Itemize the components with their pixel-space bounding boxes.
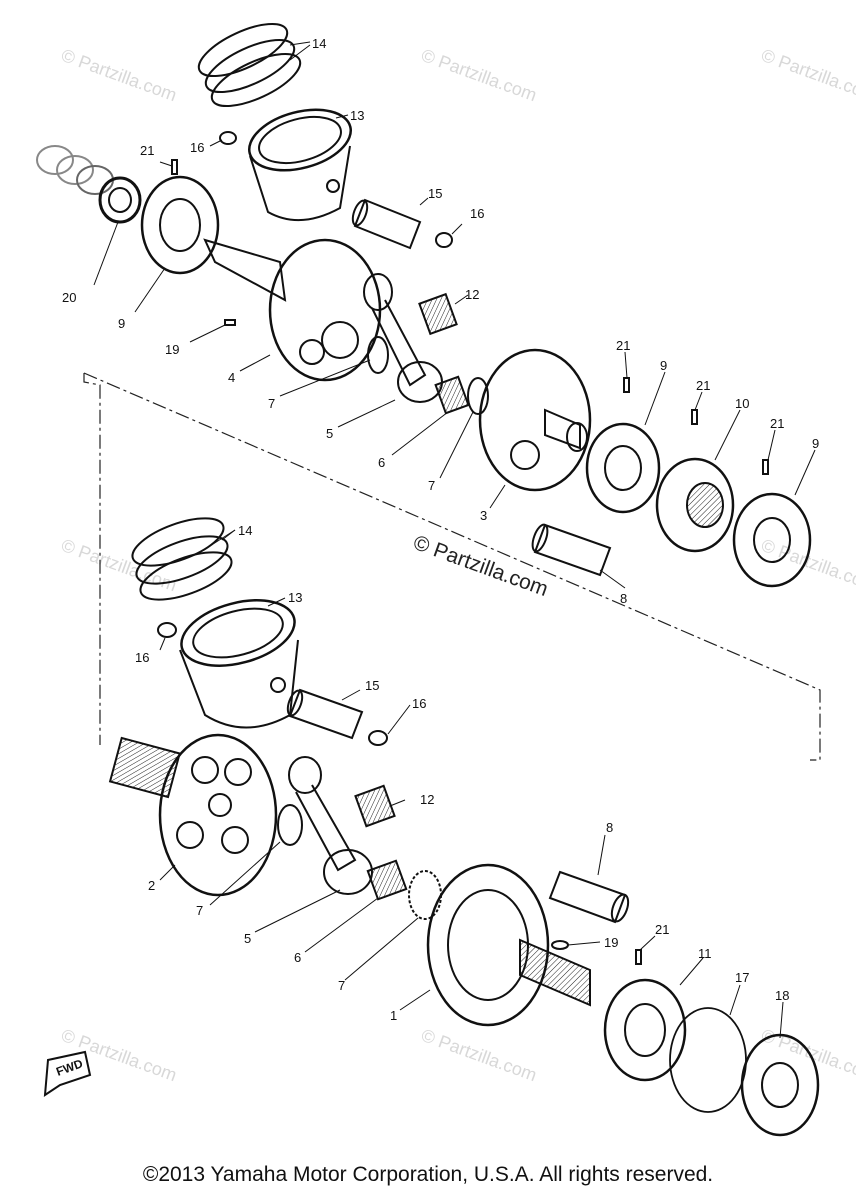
callout-16: 16: [135, 650, 149, 665]
watermark-tile: © Partzilla.com: [419, 1025, 540, 1085]
callout-4: 4: [228, 370, 235, 385]
callout-15: 15: [428, 186, 442, 201]
piston-lower: [179, 599, 299, 729]
callout-13: 13: [288, 590, 302, 605]
assembly-boundary: [83, 372, 821, 761]
callout-14: 14: [312, 36, 326, 51]
watermark-tile: © Partzilla.com: [419, 45, 540, 105]
callouts: 14 13 16 21 15 16 20 9 12 19 4 7 5 6 7 3…: [62, 36, 819, 1023]
callout-5: 5: [326, 426, 333, 441]
callout-9: 9: [118, 316, 125, 331]
lower-crank-assembly: [108, 517, 820, 1137]
needle-bearing: [354, 784, 396, 828]
bearing-left: [140, 175, 220, 275]
fwd-arrow-icon: FWD: [43, 1050, 92, 1097]
callout-2: 2: [148, 878, 155, 893]
callout-16: 16: [190, 140, 204, 155]
watermark-tile: © Partzilla.com: [59, 45, 180, 105]
crank-web-4: [268, 238, 382, 382]
circlip: [219, 131, 237, 145]
thrust-washer: [367, 336, 389, 374]
needle-bearing: [434, 375, 470, 415]
piston-rings-upper: [197, 22, 302, 108]
callout-12: 12: [420, 792, 434, 807]
circlip: [157, 622, 177, 638]
callout-7: 7: [428, 478, 435, 493]
thrust-washer: [408, 870, 442, 920]
callout-8: 8: [620, 591, 627, 606]
callout-13: 13: [350, 108, 364, 123]
crank-pin-upper: [531, 523, 612, 577]
callout-5: 5: [244, 931, 251, 946]
callout-21: 21: [140, 143, 154, 158]
callout-10: 10: [735, 396, 749, 411]
callout-21: 21: [616, 338, 630, 353]
callout-8: 8: [606, 820, 613, 835]
callout-1: 1: [390, 1008, 397, 1023]
crank-seal-stack: [36, 145, 142, 224]
woodruff-key: [762, 459, 769, 475]
piston-rings-lower: [131, 517, 233, 601]
callout-21: 21: [696, 378, 710, 393]
callout-6: 6: [294, 950, 301, 965]
bearing-right-2: [732, 492, 812, 588]
woodruff-key: [623, 377, 630, 393]
callout-17: 17: [735, 970, 749, 985]
callout-15: 15: [365, 678, 379, 693]
callout-21: 21: [655, 922, 669, 937]
leader-lines: [93, 41, 816, 1039]
callout-16: 16: [470, 206, 484, 221]
watermark-center: © Partzilla.com: [410, 531, 551, 601]
upper-crank-assembly: [36, 22, 812, 588]
woodruff-key: [635, 949, 642, 965]
needle-bearing: [418, 292, 458, 336]
callout-12: 12: [465, 287, 479, 302]
callout-3: 3: [480, 508, 487, 523]
callout-11: 11: [698, 946, 712, 961]
fwd-label: FWD: [54, 1056, 85, 1079]
piston-pin-lower: [286, 688, 364, 740]
crank-web-1: [426, 863, 591, 1027]
callout-7: 7: [196, 903, 203, 918]
watermark-tile: © Partzilla.com: [759, 1025, 856, 1085]
bearing-11: [603, 978, 687, 1082]
callout-21: 21: [770, 416, 784, 431]
callout-16: 16: [412, 696, 426, 711]
woodruff-key: [691, 409, 698, 425]
callout-19: 19: [165, 342, 179, 357]
crank-web-3: [478, 348, 592, 492]
callout-9: 9: [660, 358, 667, 373]
watermark-tile: © Partzilla.com: [759, 45, 856, 105]
piston-upper: [248, 108, 352, 222]
circlip: [368, 730, 388, 746]
bearing-right-10: [655, 457, 735, 553]
woodruff-key: [171, 159, 178, 175]
assembly-boundary-left: [83, 373, 101, 745]
callout-9: 9: [812, 436, 819, 451]
callout-18: 18: [775, 988, 789, 1003]
callout-14: 14: [238, 523, 252, 538]
woodruff-key: [551, 940, 569, 950]
callout-20: 20: [62, 290, 76, 305]
woodruff-key: [224, 319, 236, 326]
callout-7: 7: [338, 978, 345, 993]
crank-shaft-left: [203, 238, 287, 302]
needle-bearing: [366, 859, 408, 901]
callout-19: 19: [604, 935, 618, 950]
copyright-notice: ©2013 Yamaha Motor Corporation, U.S.A. A…: [142, 1163, 714, 1186]
watermark-tile: © Partzilla.com: [59, 1025, 180, 1085]
crank-pin-lower: [548, 870, 630, 924]
callout-7: 7: [268, 396, 275, 411]
thrust-washer: [277, 804, 303, 846]
circlip-17: [669, 1007, 747, 1113]
piston-pin-upper: [351, 198, 422, 250]
crank-web-2: [108, 733, 278, 897]
circlip: [435, 232, 453, 248]
thrust-washer: [467, 377, 489, 415]
callout-6: 6: [378, 455, 385, 470]
bearing-right-1: [585, 422, 661, 514]
